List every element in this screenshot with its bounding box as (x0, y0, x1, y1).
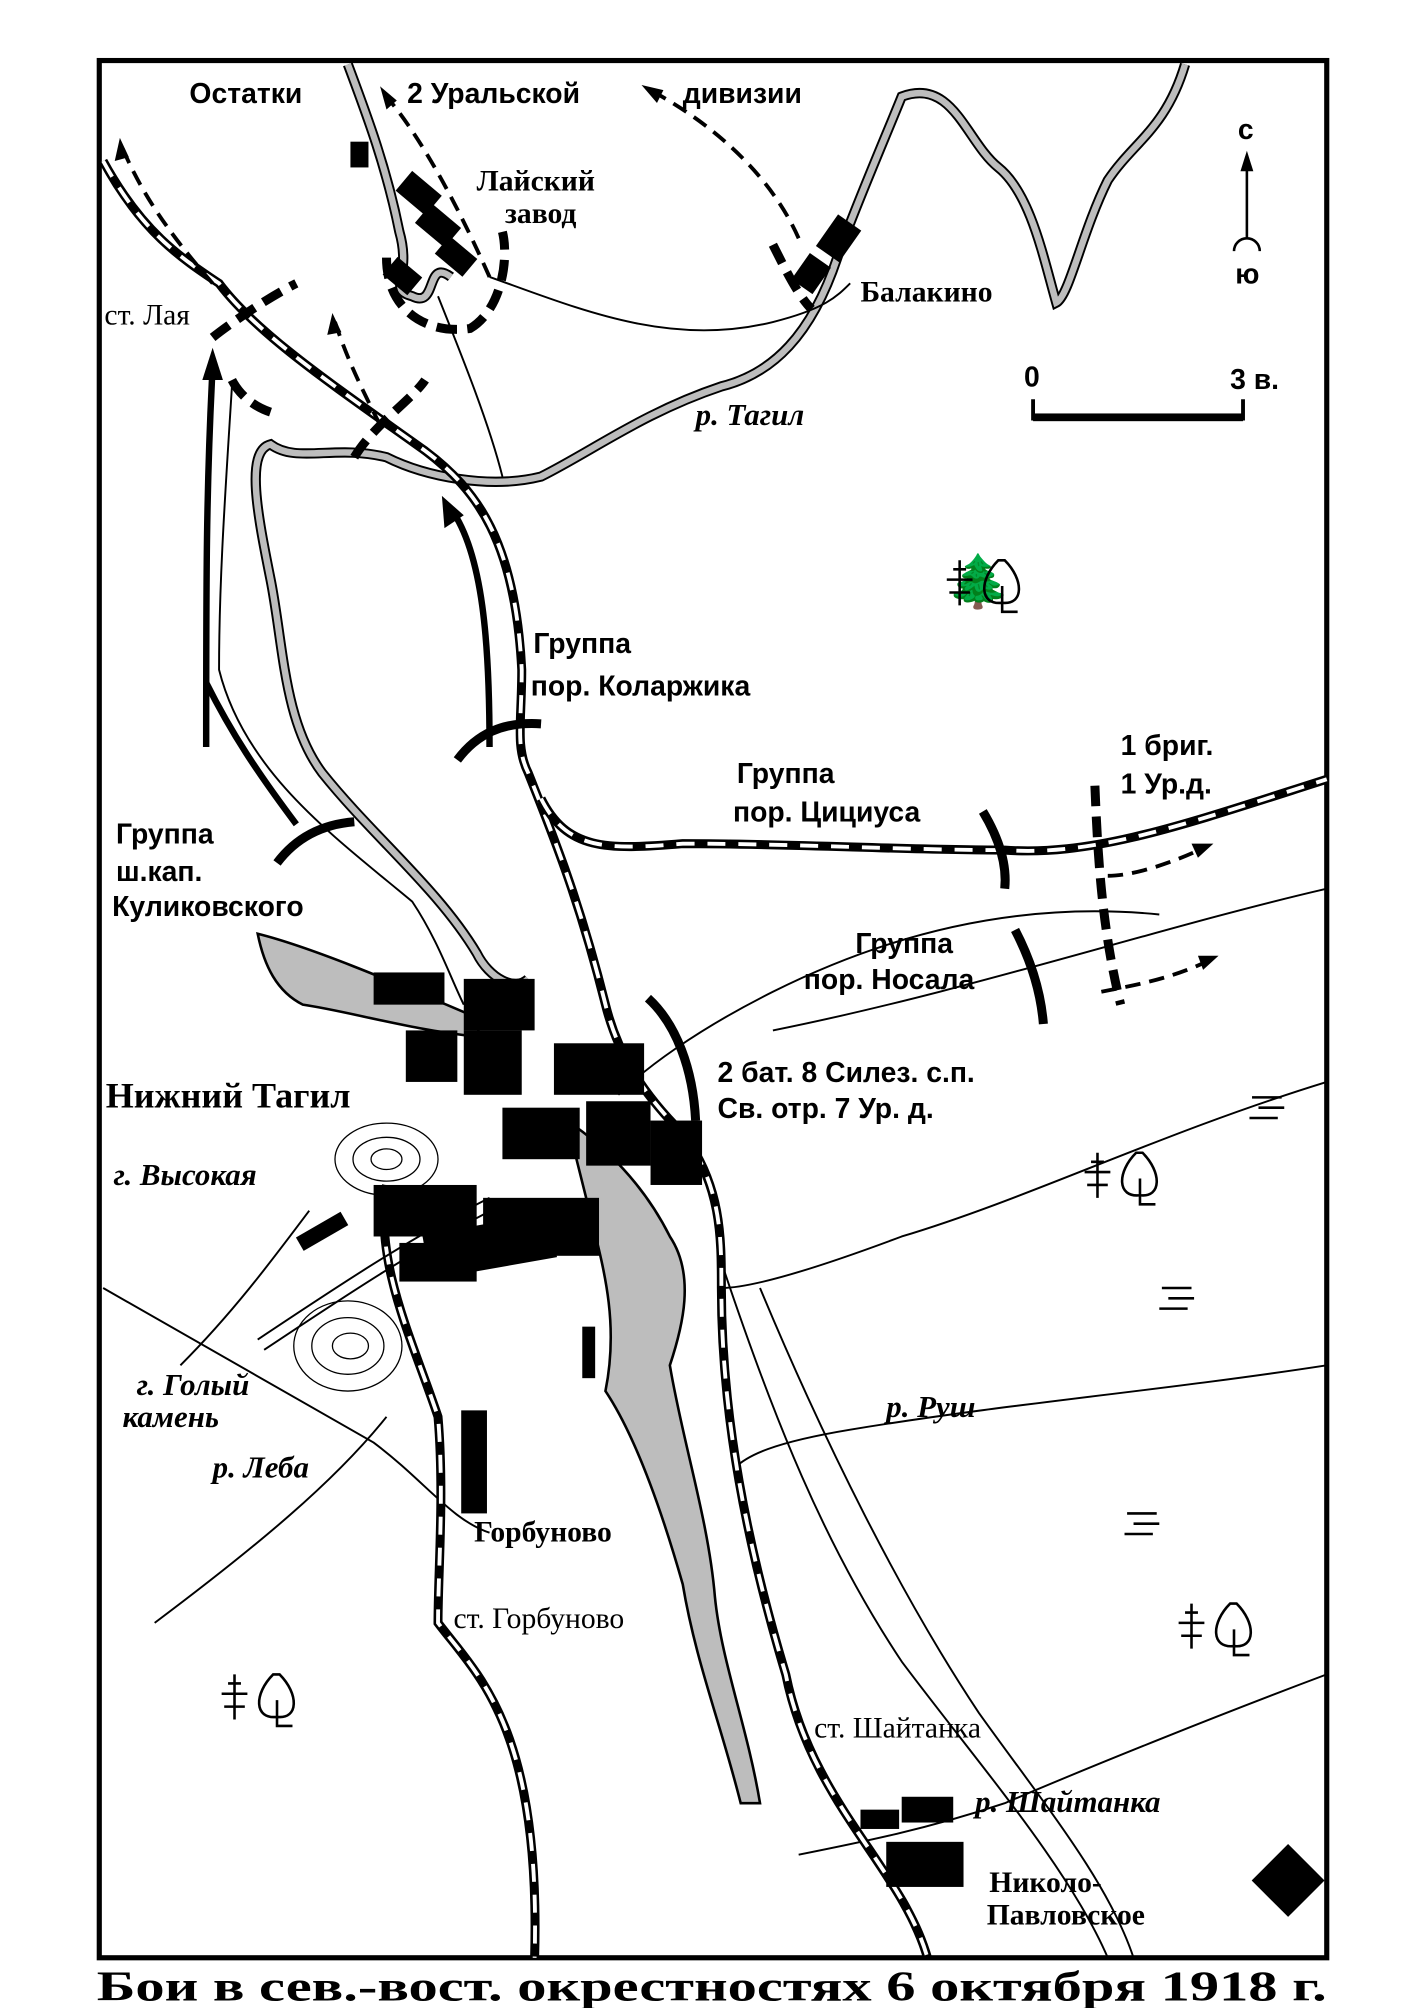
scale-bar: 0 3 в. (1024, 361, 1279, 422)
label-r-leba: р. Леба (210, 1449, 309, 1484)
label-r-tagil: р. Тагил (693, 397, 805, 432)
label-group-kulikovsky: Куликовского (112, 891, 304, 923)
compass-north: с (1238, 114, 1254, 146)
label-mt-vysokaya: г. Высокая (113, 1157, 256, 1192)
label-mt-goly-kamen: камень (122, 1399, 219, 1434)
label-r-shaitanka: р. Шайтанка (972, 1784, 1160, 1819)
label-silesian: 2 бат. 8 Силез. с.п. (718, 1057, 975, 1089)
label-group-kulikovsky: Группа (116, 819, 214, 851)
map-title: Бои в сев.-вост. окрестностях 6 октября … (97, 1963, 1327, 2008)
label-nikolo-pavlovskoe: Павловское (987, 1899, 1145, 1931)
town-blocks (295, 141, 1325, 1917)
scale-start: 0 (1024, 361, 1040, 393)
compass-south: ю (1235, 258, 1259, 290)
label-st-laya: ст. Лая (104, 300, 190, 332)
label-1-brig: 1 Ур.д. (1121, 768, 1212, 800)
north-arrow: с ю (1232, 114, 1262, 290)
label-r-rush: р. Руш (883, 1389, 975, 1424)
front-lines (209, 230, 1126, 1121)
label-group-tsitsius: пор. Цициуса (733, 797, 921, 829)
label-st-gorbunovo: ст. Горбуново (453, 1603, 624, 1635)
map-labels: Остатки 2 Уральской дивизии Лайский заво… (104, 78, 1213, 1931)
terrain-symbols (221, 558, 1285, 1728)
label-remnants: Остатки (189, 78, 302, 110)
label-st-shaitanka: ст. Шайтанка (814, 1713, 981, 1745)
label-group-kolarzhik: Группа (533, 628, 631, 660)
label-group-nosal: пор. Носала (804, 964, 975, 996)
advance-arrows (202, 347, 493, 827)
label-1-brig: 1 бриг. (1121, 730, 1214, 762)
hill-contours (293, 1122, 439, 1392)
label-balakino: Балакино (860, 276, 992, 308)
label-group-nosal: Группа (855, 928, 953, 960)
scale-end: 3 в. (1230, 364, 1279, 396)
label-group-kolarzhik: пор. Коларжика (531, 671, 751, 703)
label-remnants: дивизии (683, 78, 802, 110)
label-silesian: Св. отр. 7 Ур. д. (718, 1093, 934, 1125)
label-group-tsitsius: Группа (737, 758, 835, 790)
label-group-kulikovsky: ш.кап. (116, 856, 202, 888)
label-gorbunovo: Горбуново (474, 1517, 612, 1549)
label-mt-goly-kamen: г. Голый (137, 1367, 250, 1402)
label-laisky-zavod: завод (505, 198, 576, 230)
pond-river-south (564, 1117, 762, 1805)
retreat-arrows (114, 85, 1219, 994)
streams (102, 276, 1328, 1959)
label-remnants: 2 Уральской (407, 78, 580, 110)
label-nikolo-pavlovskoe: Николо- (989, 1867, 1101, 1899)
pond-tagil (256, 932, 481, 1039)
label-nizhny-tagil: Нижний Тагил (106, 1076, 351, 1116)
label-laisky-zavod: Лайский (477, 166, 595, 198)
railways (99, 158, 1329, 1960)
